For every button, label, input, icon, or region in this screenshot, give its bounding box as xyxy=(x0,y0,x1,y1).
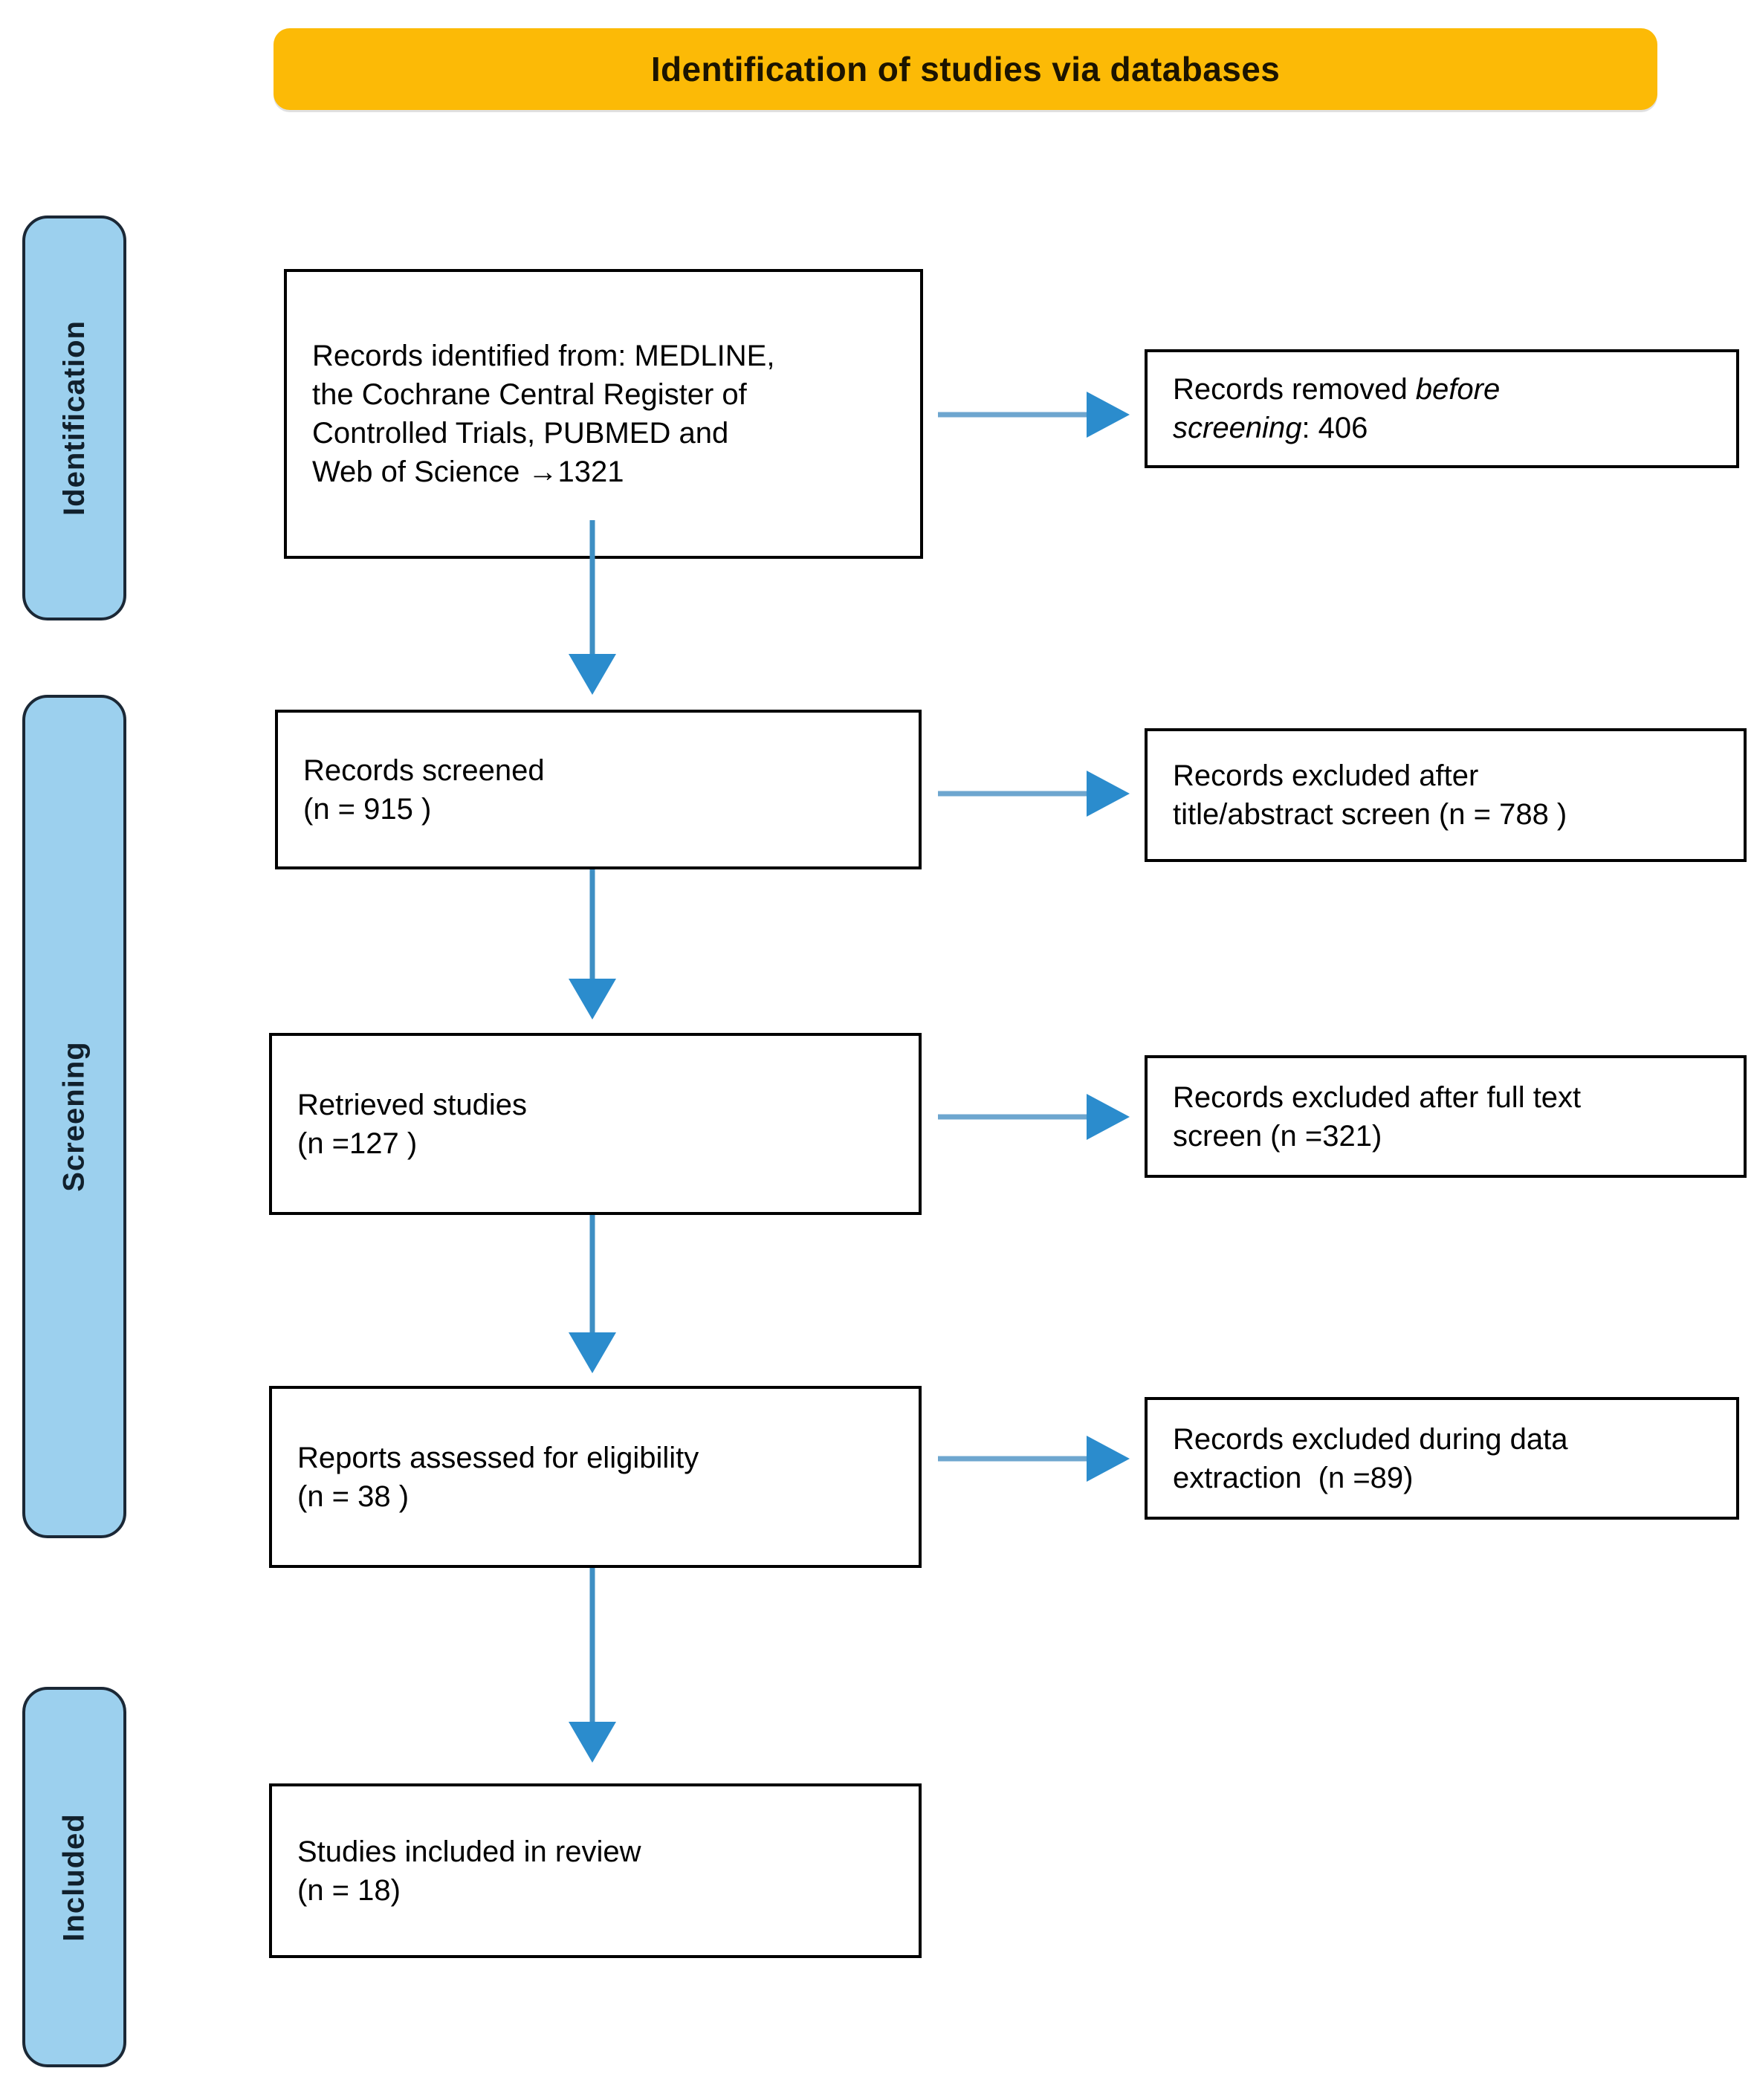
box-line: Web of Science →1321 xyxy=(312,456,624,488)
diagram-header-banner: Identification of studies via databases xyxy=(274,28,1657,110)
box-line: the Cochrane Central Register of xyxy=(312,378,747,411)
box-excluded-full-text: Records excluded after full text screen … xyxy=(1145,1055,1747,1178)
arrow-screened-to-excluded-title xyxy=(938,771,1130,817)
box-line: title/abstract screen (n = 788 ) xyxy=(1173,798,1567,831)
box-records-identified: Records identified from: MEDLINE, the Co… xyxy=(284,269,923,559)
box-line: Studies included in review xyxy=(297,1835,641,1868)
box-line-text: : 406 xyxy=(1301,412,1368,444)
box-line: Records excluded after xyxy=(1173,759,1479,792)
phase-label-included: Included xyxy=(57,1812,91,1942)
box-line: Records screened xyxy=(303,754,545,787)
box-line-emphasis: screening xyxy=(1173,412,1302,444)
phase-label-screening: Screening xyxy=(57,1041,91,1192)
box-records-removed: Records removed before screening: 406 xyxy=(1145,349,1739,468)
box-line: Records excluded after full text xyxy=(1173,1080,1582,1114)
box-line-text: Records removed xyxy=(1173,373,1416,406)
box-retrieved-studies: Retrieved studies (n =127 ) xyxy=(269,1033,922,1215)
box-line: (n = 38 ) xyxy=(297,1480,410,1513)
box-excluded-data-extraction: Records excluded during data extraction … xyxy=(1145,1397,1739,1520)
arrow-screened-to-retrieved xyxy=(569,869,616,1020)
box-line: Records excluded during data xyxy=(1173,1422,1568,1456)
phase-band-screening: Screening xyxy=(22,695,126,1538)
box-reports-assessed: Reports assessed for eligibility (n = 38… xyxy=(269,1386,922,1568)
box-studies-included: Studies included in review (n = 18) xyxy=(269,1783,922,1958)
box-line: (n = 18) xyxy=(297,1873,401,1907)
box-line: Reports assessed for eligibility xyxy=(297,1441,699,1474)
box-line: screen (n =321) xyxy=(1173,1119,1382,1153)
phase-label-identification: Identification xyxy=(57,320,91,516)
arrow-eligibility-to-included xyxy=(569,1568,616,1763)
box-line: extraction (n =89) xyxy=(1173,1461,1414,1494)
box-line: Records identified from: MEDLINE, xyxy=(312,340,775,372)
phase-band-included: Included xyxy=(22,1687,126,2067)
page-title: Identification of studies via databases xyxy=(650,50,1281,88)
box-line: Controlled Trials, PUBMED and xyxy=(312,417,729,450)
arrow-eligibility-to-excluded-data xyxy=(938,1436,1130,1482)
phase-band-identification: Identification xyxy=(22,215,126,620)
box-excluded-title-abstract: Records excluded after title/abstract sc… xyxy=(1145,728,1747,862)
box-line: screening: 406 xyxy=(1173,409,1711,447)
box-line: (n = 915 ) xyxy=(303,792,432,826)
box-line: (n =127 ) xyxy=(297,1127,418,1160)
box-line: Retrieved studies xyxy=(297,1088,528,1121)
box-line: Records removed before xyxy=(1173,370,1711,409)
arrow-identified-to-removed xyxy=(938,392,1130,438)
arrow-retrieved-to-excluded-fulltext xyxy=(938,1094,1130,1140)
arrow-retrieved-to-eligibility xyxy=(569,1215,616,1373)
box-line-emphasis: before xyxy=(1415,373,1501,406)
box-records-screened: Records screened (n = 915 ) xyxy=(275,710,922,869)
